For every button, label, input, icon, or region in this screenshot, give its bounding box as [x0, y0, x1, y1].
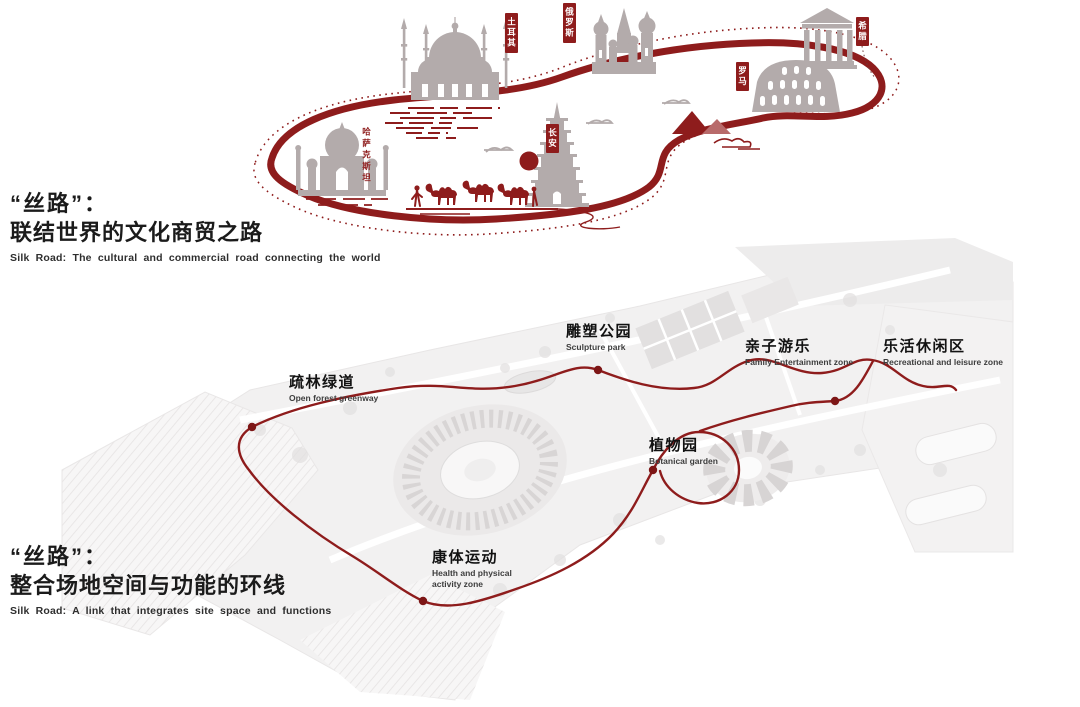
landmark-label-text: 罗马	[737, 66, 748, 87]
zone-label-open-forest-greenway: 疏林绿道 Open forest greenway	[289, 375, 378, 404]
sun-icon	[519, 151, 539, 171]
zone-label-botanical-garden: 植物园 Botanical garden	[649, 438, 718, 467]
route-node-dot	[593, 365, 603, 375]
caption-title-en: Silk Road: The cultural and commercial r…	[10, 252, 381, 265]
zone-name-cn: 疏林绿道	[289, 374, 356, 391]
route-node-dot	[648, 465, 658, 475]
sculpture-park-building	[635, 276, 799, 370]
stadium-building	[393, 404, 567, 536]
zone-label-recreational-leisure: 乐活休闲区 Recreational and leisure zone	[883, 339, 1003, 368]
zone-name-cn: 雕塑公园	[566, 323, 633, 340]
route-node-dot	[418, 596, 428, 606]
landmark-label-text: 俄罗斯	[564, 7, 575, 39]
landmark-label-text: 哈萨克斯坦	[361, 127, 372, 185]
landmark-label-greece: 希腊	[856, 17, 869, 46]
silk-road-world-diagram	[253, 8, 900, 236]
silk-road-route	[237, 358, 958, 607]
greece-leader-line	[861, 45, 876, 79]
building-block	[905, 484, 987, 526]
zone-name-cn: 亲子游乐	[745, 338, 812, 355]
zone-name-en: Open forest greenway	[289, 393, 379, 403]
cloud-icon	[484, 99, 691, 153]
landmark-label-russia: 俄罗斯	[563, 3, 576, 43]
caption-title-cn: 整合场地空间与功能的环线	[10, 573, 287, 599]
vegetation-area-left	[61, 391, 319, 636]
site-plan-caption: “丝路”： 整合场地空间与功能的环线 Silk Road: A link tha…	[10, 544, 332, 618]
zone-name-cn: 乐活休闲区	[883, 338, 966, 355]
zone-label-sculpture-park: 雕塑公园 Sculpture park	[566, 324, 632, 353]
zone-name-en: Botanical garden	[649, 456, 718, 466]
mountains-icon	[672, 111, 760, 150]
colosseum-icon	[752, 60, 840, 112]
caption-title-en: Silk Road: A link that integrates site s…	[10, 605, 332, 618]
ground-hatch	[306, 198, 388, 206]
route-node-dot	[247, 422, 257, 432]
caption-quote: “丝路”：	[10, 191, 109, 216]
zone-label-health-sport: 康体运动 Health and physical activity zone	[432, 550, 537, 589]
site-plan-diagram	[61, 238, 1014, 701]
tree-dots	[254, 293, 947, 597]
flower-garden	[703, 429, 793, 507]
zone-name-en: Health and physical activity zone	[432, 568, 512, 589]
caption-title-cn: 联结世界的文化商贸之路	[10, 220, 264, 246]
zone-name-cn: 康体运动	[432, 549, 499, 566]
landmark-label-text: 长安	[547, 128, 558, 149]
zone-name-en: Recreational and leisure zone	[883, 357, 1003, 367]
zone-label-family-entertainment: 亲子游乐 Family Entertainment zone	[745, 339, 853, 368]
zone-name-cn: 植物园	[649, 437, 699, 454]
landmark-label-text: 希腊	[857, 21, 868, 42]
zone-name-en: Family Entertainment zone	[745, 357, 854, 367]
landmark-label-changan: 长安	[546, 124, 559, 153]
caption-quote: “丝路”：	[10, 544, 109, 569]
route-node-dot	[830, 396, 840, 406]
landmark-label-turkey: 土耳其	[505, 13, 518, 53]
landmark-label-kazakhstan: 哈萨克斯坦	[360, 123, 373, 189]
greek-temple-icon	[797, 8, 857, 69]
mosque-icon	[401, 17, 510, 100]
zone-name-en: Sculpture park	[566, 342, 626, 352]
building-block	[915, 422, 997, 466]
landmark-label-text: 土耳其	[506, 17, 517, 49]
silk-road-caption: “丝路”： 联结世界的文化商贸之路 Silk Road: The cultura…	[10, 191, 381, 265]
camel-caravan-icon	[406, 180, 621, 230]
water-hatch	[385, 107, 500, 139]
taj-mahal-icon	[295, 122, 389, 196]
st-basils-icon	[592, 8, 656, 74]
landmark-label-rome: 罗马	[736, 62, 749, 91]
